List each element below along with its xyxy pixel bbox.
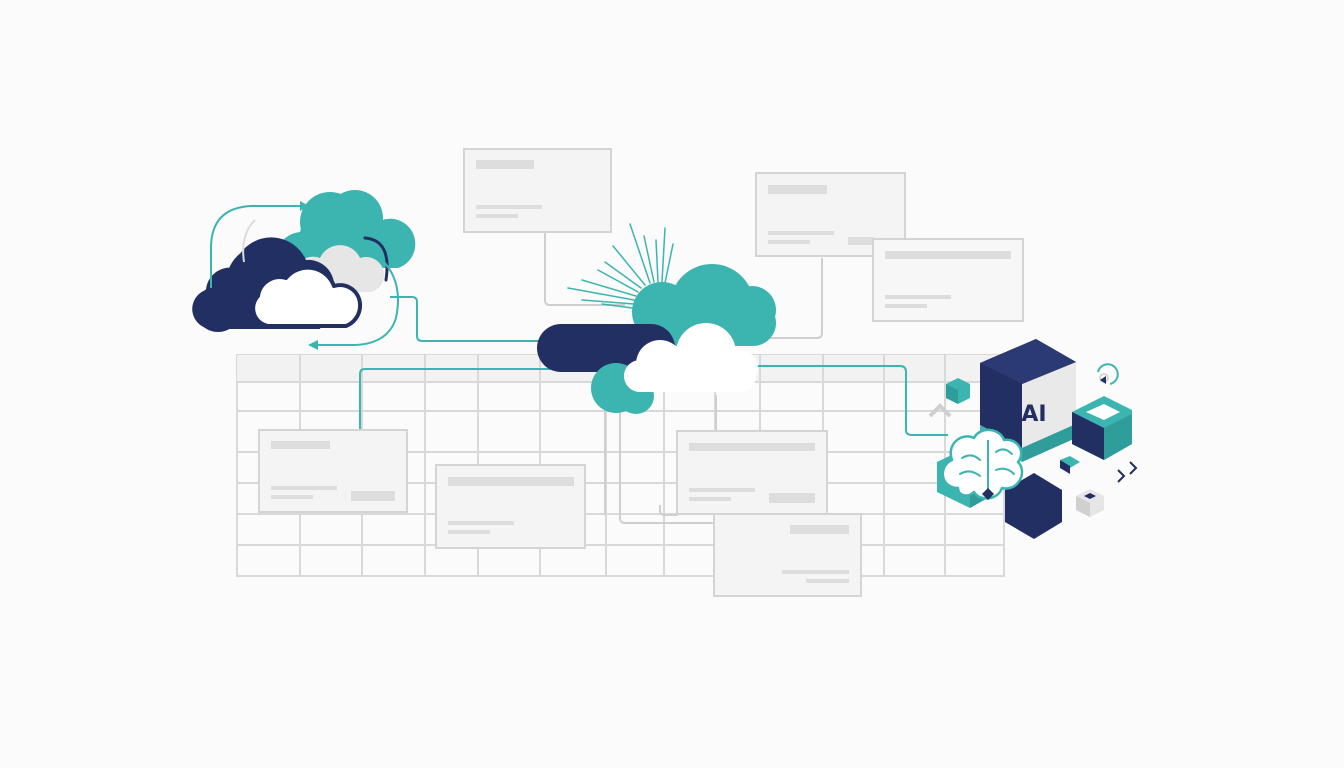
brain-icon	[941, 428, 1024, 500]
card-table-right	[676, 430, 828, 515]
card-table-left	[258, 429, 408, 513]
teal-connectors	[359, 296, 948, 436]
card-table-middle	[435, 464, 586, 549]
card-top-right-front	[872, 238, 1024, 322]
ai-label: AI	[1021, 402, 1046, 427]
ai-brain-cubes-icon: AI	[928, 339, 1138, 539]
gray-connectors	[544, 233, 823, 524]
cloud-icon	[537, 223, 776, 414]
cloud-sync-icon	[192, 190, 416, 350]
card-top-left	[463, 148, 612, 233]
card-bottom	[713, 513, 862, 597]
